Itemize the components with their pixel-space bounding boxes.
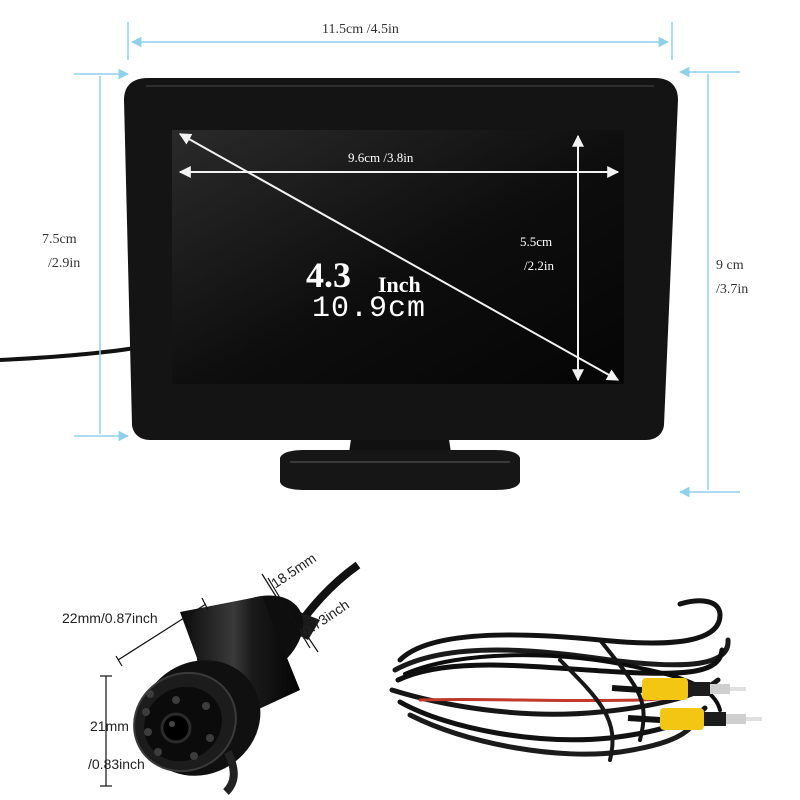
camera-depth-label: 21mm — [90, 718, 129, 734]
screen-width-label: 9.6cm /3.8in — [348, 150, 414, 165]
monitor-height-dimension — [74, 68, 130, 442]
monitor-stand — [280, 432, 520, 490]
monitor-width-label: 11.5cm /4.5in — [322, 22, 399, 37]
monitor-total-height-label-in: /3.7in — [716, 282, 749, 297]
monitor-height-label-in: /2.9in — [48, 256, 81, 271]
monitor-total-height-dimension — [678, 66, 740, 498]
camera-depth-label-in: /0.83inch — [88, 756, 145, 772]
screen-height-label-cm: 5.5cm — [520, 234, 553, 249]
monitor-power-cable — [0, 346, 136, 362]
rca-plug-icon — [627, 708, 762, 730]
screen-height-label-in: /2.2in — [524, 258, 554, 273]
backup-camera — [133, 561, 361, 795]
monitor-height-label-cm: 7.5cm — [42, 232, 77, 247]
camera-dimension-lines — [100, 573, 319, 787]
monitor-total-height-label-cm: 9 cm — [716, 258, 744, 273]
rca-plug-icon — [611, 678, 746, 700]
camera-front-diameter-label: 22mm/0.87inch — [62, 610, 158, 626]
screen-diagonal-arrow — [178, 133, 620, 381]
screen-diagonal-metric: 10.9cm — [312, 292, 427, 326]
screen-diagonal-value: 4.3 — [306, 255, 351, 295]
screen-diagonal-unit: Inch — [378, 272, 421, 297]
monitor-width-dimension — [127, 22, 673, 60]
